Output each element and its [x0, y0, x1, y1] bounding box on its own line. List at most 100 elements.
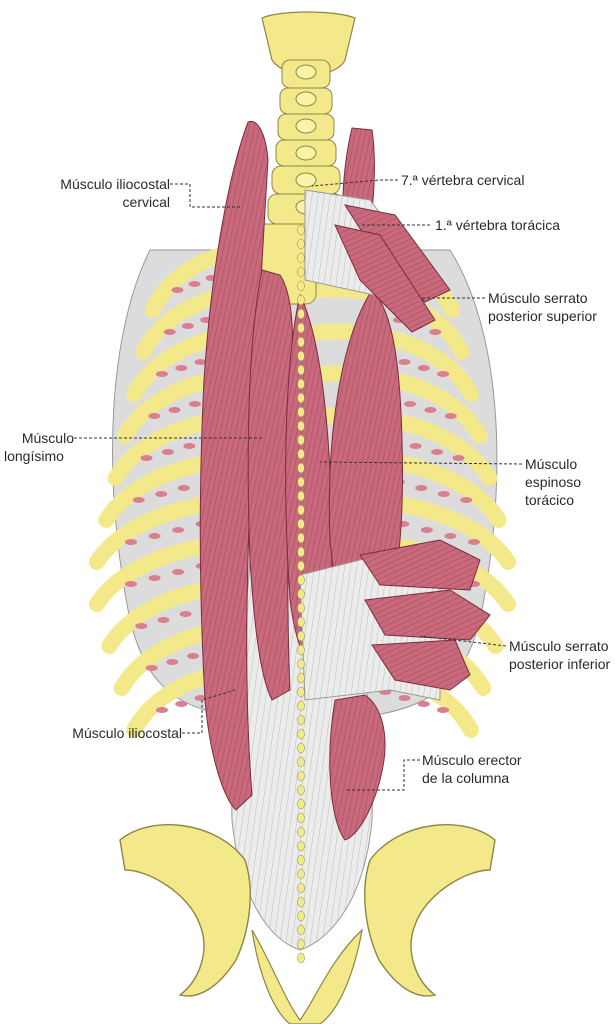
intercostal-mark — [148, 413, 161, 419]
spinous-dot — [297, 798, 305, 810]
spinous-dot — [297, 910, 305, 922]
spinous-dot — [297, 672, 305, 684]
intercostal-mark — [420, 527, 433, 533]
intercostal-mark — [437, 707, 450, 713]
spinous-dot — [297, 630, 305, 642]
intercostal-mark — [166, 659, 179, 665]
intercostal-mark — [444, 413, 457, 419]
intercostal-mark — [171, 287, 184, 293]
label-erector-columna: Músculo erector de la columna — [422, 752, 522, 786]
spinous-dot — [297, 518, 305, 530]
intercostal-mark — [172, 527, 185, 533]
intercostal-mark — [194, 359, 207, 365]
spinous-dot — [297, 490, 305, 502]
spinous-dot — [297, 924, 305, 936]
intercostal-mark — [179, 611, 192, 617]
label-serrato-posterior-inferior: Músculo serrato posterior inferior — [509, 638, 611, 672]
intercostal-mark — [181, 323, 194, 329]
spinous-dot — [297, 448, 305, 460]
intercostal-mark — [155, 707, 168, 713]
intercostal-mark — [415, 485, 428, 491]
intercostal-mark — [188, 401, 201, 407]
spinous-dot — [297, 308, 305, 320]
intercostal-mark — [145, 665, 158, 671]
pelvis — [119, 824, 496, 1024]
intercostal-mark — [398, 359, 411, 365]
spinous-dot — [297, 294, 305, 306]
intercostal-mark — [125, 539, 138, 545]
spinous-dot — [297, 868, 305, 880]
intercostal-mark — [409, 443, 422, 449]
rib — [297, 365, 489, 444]
spinous-dot — [297, 378, 305, 390]
intercostal-mark — [437, 371, 450, 377]
spinous-dot — [297, 532, 305, 544]
label-iliocostal: Músculo iliocostal — [72, 725, 182, 741]
intercostal-mark — [187, 653, 200, 659]
intercostal-mark — [183, 443, 196, 449]
spinous-dot — [297, 714, 305, 726]
spinous-dot — [297, 938, 305, 950]
spinous-dot — [297, 476, 305, 488]
spinous-dot — [297, 840, 305, 852]
spinous-dot — [297, 756, 305, 768]
intercostal-mark — [188, 281, 201, 287]
midline-spinous-line — [297, 224, 305, 964]
spinous-dot — [297, 238, 305, 250]
spinous-dot — [297, 854, 305, 866]
spinous-dot — [297, 616, 305, 628]
spinous-dot — [297, 644, 305, 656]
spinous-dot — [297, 882, 305, 894]
spinous-process — [295, 64, 317, 80]
spinous-dot — [297, 700, 305, 712]
serrato-posterior-superior — [304, 189, 451, 333]
spinous-dot — [297, 602, 305, 614]
intercostal-mark — [163, 329, 176, 335]
intercostal-mark — [404, 401, 417, 407]
intercostal-mark — [431, 449, 444, 455]
spinous-dot — [297, 392, 305, 404]
spinous-dot — [297, 952, 305, 964]
spinous-dot — [297, 364, 305, 376]
iliocostal-muscle — [199, 120, 269, 811]
spinous-dot — [297, 322, 305, 334]
spinous-dot — [297, 252, 305, 264]
intercostal-mark — [467, 539, 480, 545]
intercostal-mark — [135, 623, 148, 629]
rib — [297, 323, 479, 402]
intercostal-mark — [444, 533, 457, 539]
label-iliocostal-cervical: Músculo iliocostal cervical — [60, 176, 170, 210]
spinous-dot — [297, 462, 305, 474]
label-serrato-posterior-superior: Músculo serrato posterior superior — [488, 290, 597, 324]
intercostal-mark — [460, 497, 473, 503]
spinous-dot — [297, 560, 305, 572]
spinous-dot — [297, 770, 305, 782]
spinous-dot — [297, 784, 305, 796]
intercostal-mark — [125, 581, 138, 587]
serrato-posterior-inferior — [299, 539, 491, 701]
intercostal-mark — [140, 455, 153, 461]
label-vertebra-toracica-1: 1.ª vértebra torácica — [435, 217, 561, 233]
label-vertebra-cervical-7: 7.ª vértebra cervical — [401, 172, 525, 188]
spinous-dot — [297, 546, 305, 558]
spinous-dot — [297, 896, 305, 908]
intercostal-mark — [175, 365, 188, 371]
spinous-dot — [297, 812, 305, 824]
spinous-dot — [297, 224, 305, 236]
intercostal-mark — [429, 329, 442, 335]
spinous-dot — [297, 266, 305, 278]
spinous-dot — [297, 336, 305, 348]
label-espinoso-toracico: Músculo espinoso torácico — [525, 456, 582, 508]
intercostal-mark — [177, 485, 190, 491]
spinous-dot — [297, 742, 305, 754]
spinous-dot — [297, 406, 305, 418]
spinous-dot — [297, 686, 305, 698]
intercostal-mark — [168, 407, 181, 413]
spinous-process — [295, 91, 317, 107]
intercostal-mark — [417, 365, 430, 371]
leader-lines — [74, 179, 523, 791]
intercostal-mark — [157, 617, 170, 623]
spinous-process — [295, 172, 317, 188]
intercostal-mark — [398, 695, 411, 701]
spinous-process — [295, 145, 317, 161]
